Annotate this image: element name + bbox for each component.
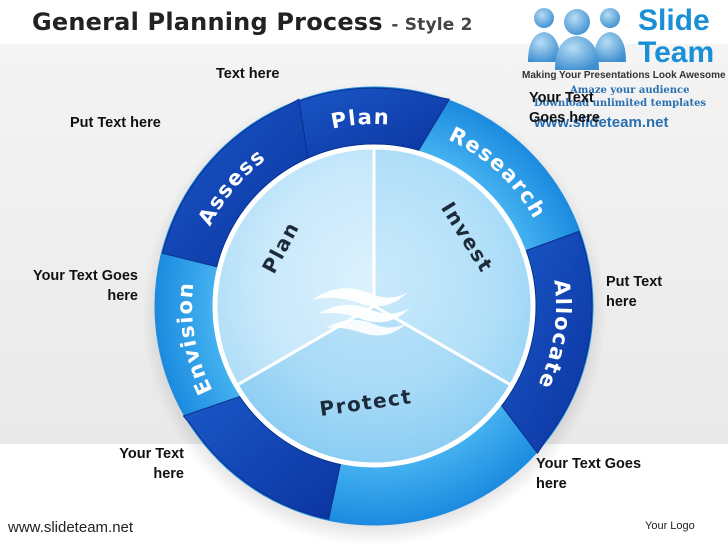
label-put-text-right-line2: here <box>606 294 637 310</box>
team-people-icon <box>528 8 626 70</box>
label-your-text-bottom-left-line1: Your Text <box>119 446 184 462</box>
outer-segment-1: Plan <box>284 87 451 159</box>
label-your-text-left-line1: Your Text Goes <box>32 268 138 284</box>
title-main: General Planning Process <box>32 8 383 36</box>
outer-segment-3: Allocate <box>501 230 593 455</box>
label-your-text-bottom-left: Your Text here <box>90 444 184 484</box>
label-your-text-bottom-right: Your Text Goes here <box>536 454 641 494</box>
label-put-text-left: Put Text here <box>70 115 161 131</box>
footer-website: www.slideteam.net <box>8 519 134 536</box>
label-text-here: Text here <box>216 66 280 82</box>
label-your-text-left-line2: here <box>107 288 138 304</box>
brand-logo: Slide Team Making Your Presentations Loo… <box>522 0 728 138</box>
wave-logo-icon <box>312 288 410 336</box>
watermark-line2: Download unlimited templates <box>534 98 707 109</box>
inner-sector-2 <box>372 146 534 388</box>
watermark-line3: www.slideteam.net <box>534 114 669 131</box>
watermark-line1: Amaze your audience <box>570 85 690 96</box>
brand-name-line1: Slide <box>638 4 710 37</box>
label-put-text-right-line1: Put Text <box>606 274 663 290</box>
brand-name-line2: Team <box>638 36 715 69</box>
label-your-text-bottom-right-line1: Your Text Goes <box>536 456 642 472</box>
page-title: General Planning Process - Style 2 <box>32 4 473 40</box>
label-your-text-bottom-left-line2: here <box>153 466 184 482</box>
brand-tagline: Making Your Presentations Look Awesome <box>522 70 726 81</box>
title-subtitle: - Style 2 <box>391 15 473 35</box>
inner-sector-3 <box>235 304 513 466</box>
label-put-text-right: Put Text here <box>606 272 662 312</box>
outer-segment-label: Plan <box>329 105 391 134</box>
label-your-text-bottom-right-line2: here <box>536 476 567 492</box>
label-your-text-top-right: Your Text Goes here <box>529 90 600 126</box>
label-your-text-left: Your Text Goes here <box>4 266 138 306</box>
footer-logo-text: Your Logo <box>645 520 695 532</box>
